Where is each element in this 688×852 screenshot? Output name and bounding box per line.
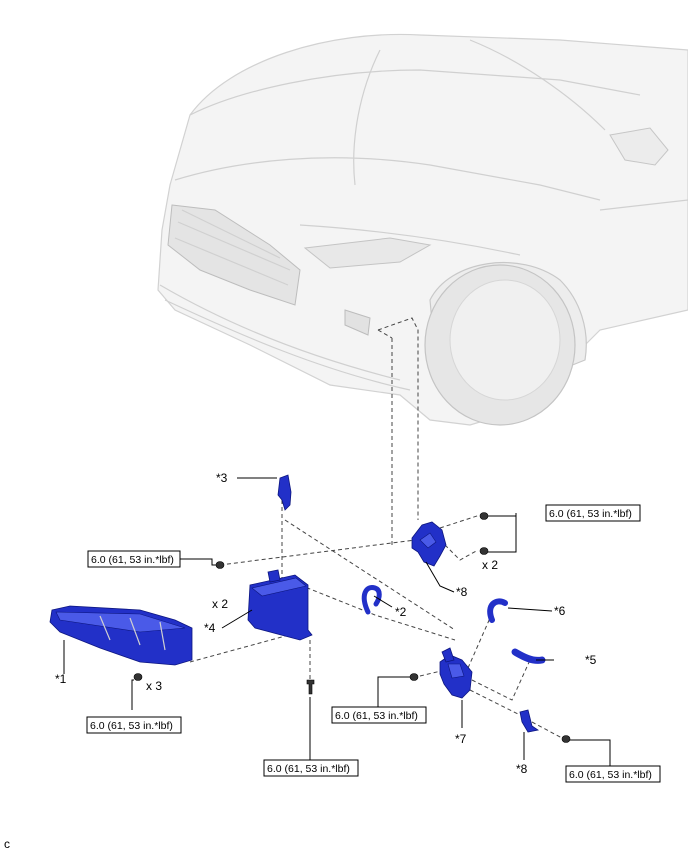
svg-text:6.0 (61, 53 in.*lbf): 6.0 (61, 53 in.*lbf): [267, 763, 350, 775]
torque-spec-cover: 6.0 (61, 53 in.*lbf): [86, 716, 182, 734]
callout-4: *4: [204, 621, 216, 635]
torque-spec-top-right: 6.0 (61, 53 in.*lbf): [545, 504, 641, 522]
vehicle-front-illustration: [157, 33, 688, 426]
quantity-cover: x 3: [146, 679, 162, 693]
callout-8-lower: *8: [516, 762, 528, 776]
quantity-right: x 2: [482, 558, 498, 572]
quantity-marks: x 2 x 2 x 3: [146, 558, 498, 693]
callout-1: *1: [55, 672, 67, 686]
callout-7: *7: [455, 732, 467, 746]
svg-text:6.0 (61, 53 in.*lbf): 6.0 (61, 53 in.*lbf): [90, 720, 173, 732]
part-7-nozzle: [439, 647, 473, 699]
svg-text:6.0 (61, 53 in.*lbf): 6.0 (61, 53 in.*lbf): [91, 554, 174, 566]
callout-3: *3: [216, 471, 228, 485]
callout-6: *6: [554, 604, 566, 618]
svg-text:6.0 (61, 53 in.*lbf): 6.0 (61, 53 in.*lbf): [569, 769, 652, 781]
part-2-hose: [361, 585, 382, 615]
part-6-hose: [487, 598, 508, 623]
torque-spec-left: 6.0 (61, 53 in.*lbf): [87, 550, 181, 568]
torque-spec-middle: 6.0 (61, 53 in.*lbf): [331, 706, 427, 724]
part-3-clip: [277, 474, 292, 511]
torque-spec-bottom-right: 6.0 (61, 53 in.*lbf): [565, 765, 661, 783]
fasteners: [133, 512, 571, 743]
svg-text:6.0 (61, 53 in.*lbf): 6.0 (61, 53 in.*lbf): [335, 710, 418, 722]
callout-2: *2: [395, 605, 407, 619]
part-1-cover: [49, 605, 193, 666]
part-4-bracket: [247, 569, 313, 641]
svg-text:6.0 (61, 53 in.*lbf): 6.0 (61, 53 in.*lbf): [549, 508, 632, 520]
part-8-lower: [519, 709, 540, 733]
part-8-upper: [411, 521, 447, 567]
callout-labels: *3 *2 *4 *6 *5 *8 *1 *7 *8: [55, 471, 597, 776]
part-5-hose: [511, 648, 546, 664]
callout-8-upper: *8: [456, 585, 468, 599]
assembly-dashed-lines: [189, 500, 563, 739]
torque-spec-bottom: 6.0 (61, 53 in.*lbf): [263, 759, 359, 777]
corner-mark: c: [4, 837, 10, 851]
leader-lines: [63, 477, 611, 768]
grille: [167, 204, 301, 306]
callout-5: *5: [585, 653, 597, 667]
location-indicator: [377, 317, 419, 548]
quantity-left: x 2: [212, 597, 228, 611]
